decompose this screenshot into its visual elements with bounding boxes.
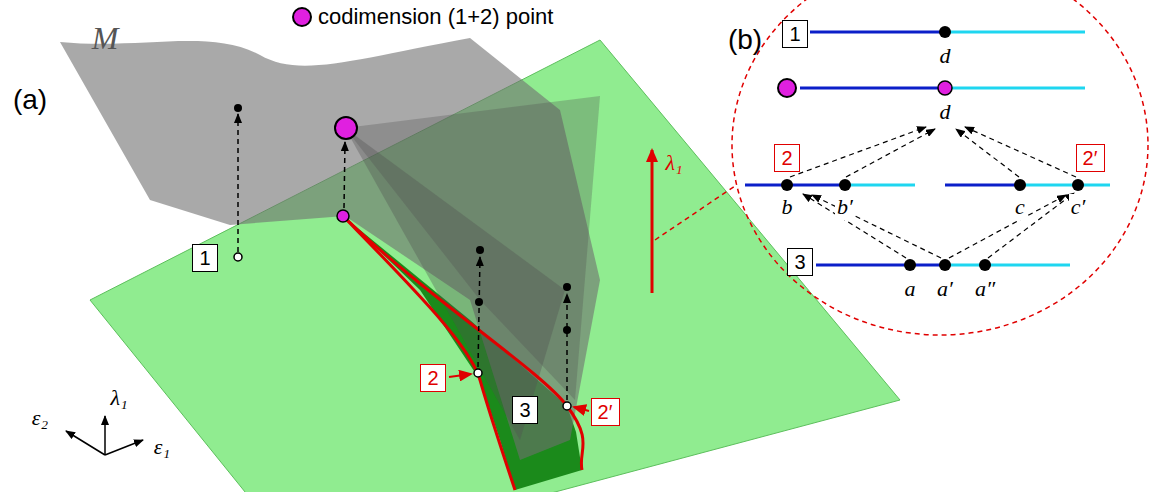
axis-label: ε₂ [32,405,48,431]
state-dot [563,326,571,334]
bifurcation-curve [343,216,515,490]
state-box: 2 [420,364,446,392]
axis-label: λ₁ [110,385,127,411]
axis [66,431,105,455]
state-box: 3 [512,396,538,424]
codimension-marker [778,79,796,97]
unstable-branch [945,264,1070,267]
unstable-branch [945,87,1085,90]
dashed-arrow [344,142,345,208]
point-label: c [1013,194,1027,220]
point-label: b′ [835,194,855,220]
state-dot [234,104,242,112]
stable-branch [816,264,945,267]
state-dot [904,259,916,271]
stable-branch [945,184,1020,187]
unstable-branch [845,184,915,187]
state-dot [781,179,793,191]
dashed-arrow [790,127,926,177]
point-label: a″ [973,276,997,302]
stable-branch [810,31,945,34]
state-dot [475,298,483,306]
parameter-point [563,402,571,410]
dashed-arrow [803,194,906,258]
parameter-point [474,369,482,377]
dashed-arrow [846,129,935,177]
point-label: d [938,99,953,125]
panel-label: (b) [728,24,762,56]
legend-marker [293,8,311,26]
dashed-arrow [965,127,1076,177]
point-label: c′ [1069,194,1088,220]
axis [104,416,106,455]
dashed-arrow [949,195,1066,258]
parameter-label: λ₁ [665,150,682,176]
dashed-arrow [566,294,568,400]
zoom-line [655,186,735,240]
state-dot [1014,179,1026,191]
unstable-branch [1020,184,1110,187]
box-number: 3 [794,252,805,272]
stable-branch [800,87,945,90]
box-number: 1 [789,24,800,44]
codimension-point [335,117,357,139]
bifurcation-curve [343,216,583,470]
state-dot [476,246,484,254]
state-dot [563,283,571,291]
state-dot [939,259,951,271]
parameter-arrow [651,150,654,293]
dashed-arrow [988,193,1074,258]
leader-arrow [574,407,589,411]
state-dot [939,26,951,38]
surface-M [60,38,600,460]
stable-branch [745,184,845,187]
dashed-arrow [956,129,1019,177]
state-dot [1072,179,1084,191]
surface-label: M [92,20,119,57]
dashed-arrow [237,114,239,252]
point-label: a [903,276,918,302]
box-number: 2 [781,148,792,168]
panel-label: (a) [13,84,47,116]
point-label: d [938,43,953,69]
codimension-point [337,210,349,222]
state-box: 2′ [1076,144,1105,172]
box-number: 1 [199,248,210,268]
state-box: 2 [774,144,800,172]
leader-arrow [449,374,471,377]
dashed-arrow [812,195,941,258]
box-number: 2′ [1083,148,1098,168]
legend-text: codimension (1+2) point [318,4,553,30]
state-box: 1 [192,244,218,272]
state-dot [979,259,991,271]
point-label: a′ [935,276,955,302]
box-number: 2 [427,368,438,388]
state-box: 1 [782,20,808,48]
parameter-point [234,253,242,261]
point-label: b [780,194,795,220]
box-number: 3 [519,400,530,420]
unstable-branch [945,31,1085,34]
surface-fold [345,128,565,440]
dashed-arrow [478,257,480,367]
box-number: 2′ [598,402,613,422]
state-dot [839,179,851,191]
state-box: 2′ [591,398,620,426]
axis [105,440,143,455]
axis-label: ε₁ [154,434,170,460]
zoom-circle [732,0,1148,335]
state-box: 3 [787,248,813,276]
codimension-point [938,81,952,95]
